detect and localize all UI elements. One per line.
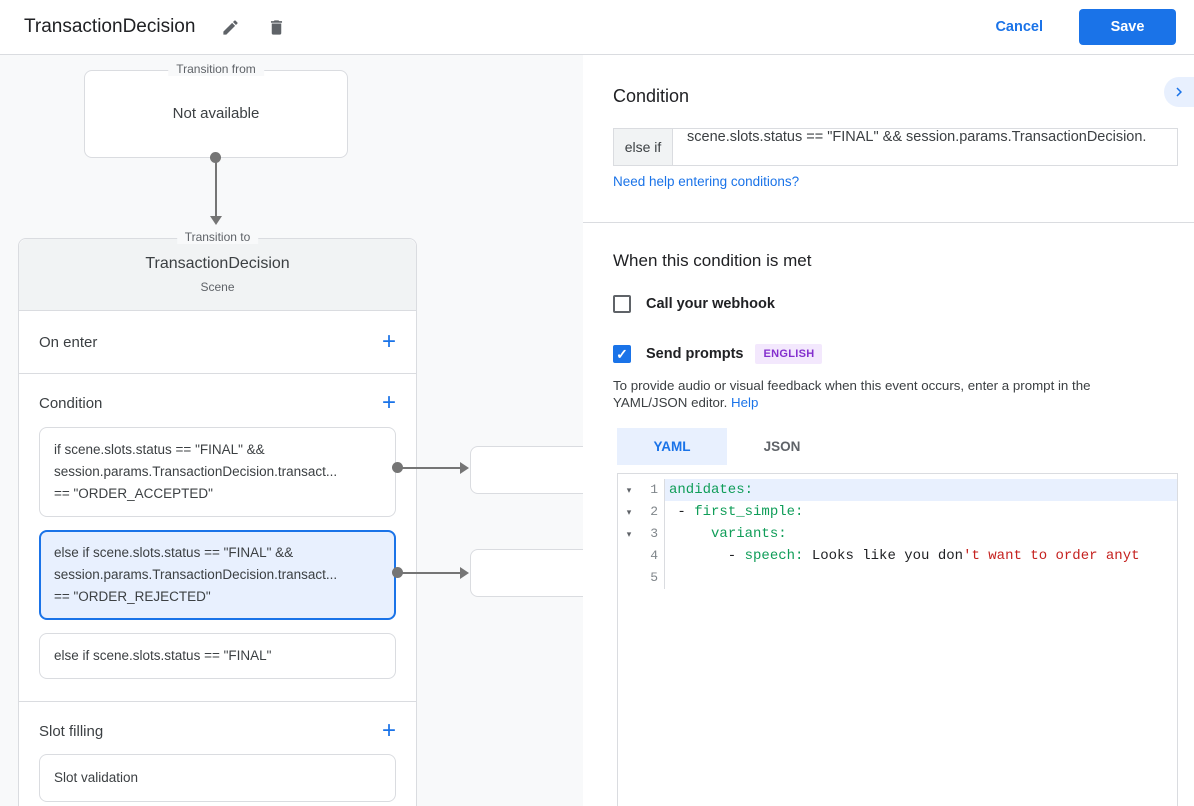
transition-from-box[interactable]: Transition from Not available [84,62,348,158]
code-line-text[interactable]: andidates: [664,479,1177,501]
trash-icon [270,19,282,35]
condition-card-selected[interactable]: else if scene.slots.status == "FINAL" &&… [39,530,396,620]
tab-yaml[interactable]: YAML [617,428,727,465]
editor-line: 4 - speech: Looks like you don't want to… [618,545,1177,567]
condition-panel-title: Condition [613,86,690,106]
slot-validation-card[interactable]: Slot validation [39,754,396,802]
scene-card: Transition to TransactionDecision Scene … [18,230,417,806]
line-number: 1 [650,482,658,497]
condition-card-line: session.params.TransactionDecision.trans… [54,567,338,582]
condition-card[interactable]: else if scene.slots.status == "FINAL" [39,633,396,679]
editor-line: ▾ 1 andidates: [618,479,1177,501]
connector-dot [392,567,403,578]
top-bar: TransactionDecision Cancel Save [0,0,1194,55]
condition-card-line: else if scene.slots.status == "FINAL" && [54,545,294,560]
help-link[interactable]: Help [731,395,759,410]
connector-line [398,467,460,469]
cancel-button[interactable]: Cancel [995,19,1043,35]
add-on-enter-button[interactable]: + [381,328,396,355]
panel-divider [583,222,1194,223]
condition-cards: if scene.slots.status == "FINAL" && sessi… [39,427,396,679]
editor-line: 5 [618,567,1177,589]
prompt-description: To provide audio or visual feedback when… [613,377,1163,411]
fold-arrow-icon[interactable]: ▾ [626,507,632,517]
line-number: 2 [650,504,658,519]
editor-tabs: YAML JSON [617,428,837,465]
connector-dot [392,462,403,473]
arrow-down-icon [210,216,222,225]
call-webhook-checkbox[interactable] [613,295,631,313]
pencil-icon [223,19,238,35]
connector-dot [210,152,221,163]
send-prompts-row: ✓ Send prompts ENGLISH [613,344,823,364]
delete-scene-button[interactable] [265,16,287,38]
condition-expression-input[interactable]: scene.slots.status == "FINAL" && session… [672,128,1178,166]
edit-title-button[interactable] [219,16,241,38]
slot-cards: Slot validation [39,754,396,802]
chevron-right-icon [1176,87,1182,97]
code-line-text[interactable]: - speech: Looks like you don't want to o… [664,545,1177,567]
language-badge: ENGLISH [755,344,823,364]
transition-to-legend: Transition to [176,230,259,244]
code-line-text[interactable]: - first_simple: [664,501,1177,523]
transition-target-box[interactable] [470,549,583,597]
scene-name: TransactionDecision [145,255,290,272]
connector-line [398,572,460,574]
condition-section-label: Condition [39,394,103,412]
prompt-description-text: To provide audio or visual feedback when… [613,378,1091,410]
condition-card-line: if scene.slots.status == "FINAL" && [54,442,265,457]
flow-canvas: Transition from Not available Transition… [0,55,583,806]
line-number: 5 [650,570,658,585]
condition-card-line: == "ORDER_REJECTED" [54,589,211,604]
condition-section: Condition + if scene.slots.status == "FI… [19,374,416,702]
editor-line: ▾ 3 variants: [618,523,1177,545]
fold-gutter-empty [618,567,640,589]
save-button[interactable]: Save [1079,9,1176,45]
line-number: 4 [650,548,658,563]
arrow-right-icon [460,462,469,474]
fold-arrow-icon[interactable]: ▾ [626,529,632,539]
condition-detail-panel: Condition else if scene.slots.status == … [583,55,1194,806]
page-title: TransactionDecision [24,16,196,37]
transition-from-value: Not available [172,105,260,122]
connector-line [215,158,217,219]
on-enter-section: On enter + [19,311,416,374]
line-number: 3 [650,526,658,541]
when-condition-met-title: When this condition is met [613,251,812,270]
on-enter-label: On enter [39,333,98,351]
fold-gutter-empty [618,545,640,567]
condition-card[interactable]: if scene.slots.status == "FINAL" && sessi… [39,427,396,517]
send-prompts-label: Send prompts [646,346,744,362]
condition-card-line: session.params.TransactionDecision.trans… [54,464,338,479]
condition-expression-row: else if scene.slots.status == "FINAL" &&… [613,128,1178,166]
condition-card-line: else if scene.slots.status == "FINAL" [54,648,272,663]
condition-help-link[interactable]: Need help entering conditions? [613,174,800,189]
call-webhook-label: Call your webhook [646,296,775,312]
transition-target-box[interactable] [470,446,583,494]
scene-type-label: Scene [200,280,235,294]
code-line-text[interactable]: variants: [664,523,1177,545]
condition-prefix-label: else if [613,128,672,166]
fold-arrow-icon[interactable]: ▾ [626,485,632,495]
call-webhook-row: Call your webhook [613,295,775,313]
scene-card-header[interactable]: TransactionDecision Scene [19,239,416,311]
transition-from-legend: Transition from [168,62,264,76]
editor-line: ▾ 2 - first_simple: [618,501,1177,523]
send-prompts-checkbox[interactable]: ✓ [613,345,631,363]
slot-filling-label: Slot filling [39,722,104,740]
condition-card-line: == "ORDER_ACCEPTED" [54,486,213,501]
add-slot-button[interactable]: + [381,717,396,744]
slot-filling-section: Slot filling + Slot validation [19,702,416,806]
tab-json[interactable]: JSON [763,439,801,454]
add-condition-button[interactable]: + [381,389,396,416]
arrow-right-icon [460,567,469,579]
code-line-text[interactable] [664,567,1177,589]
editor-lines: ▾ 1 andidates: ▾ 2 - first_simple: ▾ 3 variant… [618,474,1177,589]
yaml-code-editor[interactable]: ▾ 1 andidates: ▾ 2 - first_simple: ▾ 3 variant… [617,473,1178,806]
collapse-panel-button[interactable] [1164,77,1194,107]
